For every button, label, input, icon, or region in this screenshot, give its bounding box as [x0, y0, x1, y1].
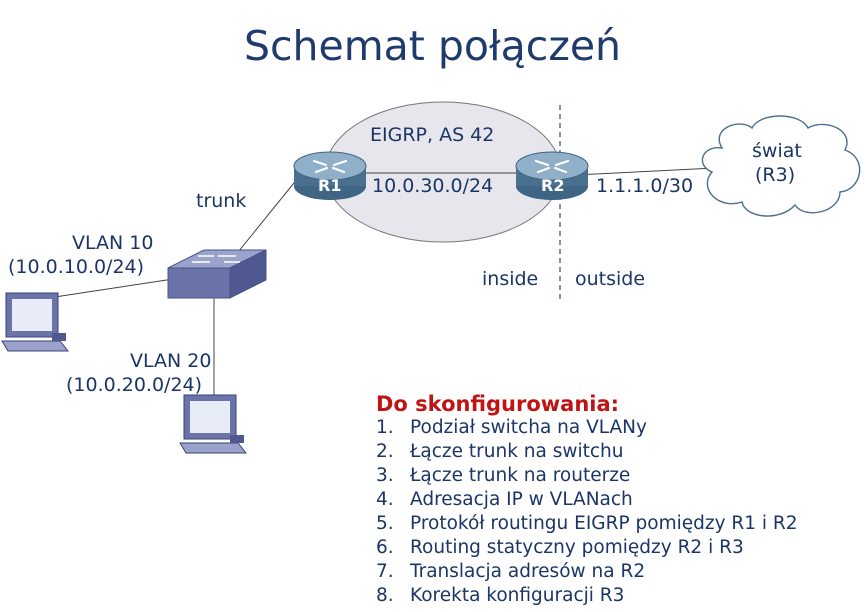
world-label: świat — [752, 140, 802, 162]
list-item: 8. Korekta konfiguracji R3 — [376, 584, 798, 608]
list-item-text: Routing statyczny pomiędzy R2 i R3 — [410, 537, 744, 558]
list-item: 4. Adresacja IP w VLANach — [376, 488, 798, 512]
list-item-text: Translacja adresów na R2 — [410, 561, 646, 582]
vlan20-net-label: (10.0.20.0/24) — [66, 374, 203, 396]
list-item: 2. Łącze trunk na switchu — [376, 440, 798, 464]
list-item: 3. Łącze trunk na routerze — [376, 464, 798, 488]
link-switch-r1 — [229, 177, 299, 263]
page-title: Schemat połączeń — [243, 22, 622, 70]
list-item-number: 2. — [376, 441, 394, 462]
list-item-text: Łącze trunk na switchu — [410, 441, 624, 462]
todo-heading: Do skonfigurowania: — [376, 392, 620, 416]
world-r3-label: (R3) — [755, 164, 796, 186]
list-item-text: Podział switcha na VLANy — [410, 417, 647, 438]
list-item-number: 6. — [376, 537, 394, 558]
list-item: 6. Routing statyczny pomiędzy R2 i R3 — [376, 536, 798, 560]
eigrp-label: EIGRP, AS 42 — [370, 124, 495, 146]
list-item-text: Adresacja IP w VLANach — [410, 489, 633, 510]
link-r1-r2-label: 10.0.30.0/24 — [372, 175, 494, 197]
switch-icon — [167, 249, 267, 299]
inside-label: inside — [482, 268, 539, 290]
vlan10-name-label: VLAN 10 — [72, 232, 154, 254]
list-item-text: Łącze trunk na routerze — [410, 465, 631, 486]
r1-label: R1 — [318, 176, 342, 195]
link-switch-pc1 — [34, 277, 181, 301]
router-icon — [515, 151, 589, 200]
list-item-number: 1. — [376, 417, 394, 438]
trunk-label: trunk — [196, 190, 247, 212]
vlan20-name-label: VLAN 20 — [130, 350, 212, 372]
list-item: 5. Protokół routingu EIGRP pomiędzy R1 i … — [376, 512, 798, 536]
list-item-number: 3. — [376, 465, 394, 486]
todo-list: 1. Podział switcha na VLANy 2. Łącze trunk… — [376, 416, 798, 608]
list-item-number: 4. — [376, 489, 394, 510]
pc-icon — [1, 292, 70, 352]
list-item: 1. Podział switcha na VLANy — [376, 416, 798, 440]
list-item-text: Protokół routingu EIGRP pomiędzy R1 i R2 — [410, 513, 798, 534]
pc-icon — [179, 394, 248, 454]
list-item-number: 8. — [376, 585, 394, 606]
cloud-icon — [701, 115, 861, 217]
router-icon — [293, 151, 367, 200]
list-item-number: 7. — [376, 561, 394, 582]
list-item-text: Korekta konfiguracji R3 — [410, 585, 625, 606]
vlan10-net-label: (10.0.10.0/24) — [8, 256, 145, 278]
list-item: 7. Translacja adresów na R2 — [376, 560, 798, 584]
link-r2-world-label: 1.1.1.0/30 — [596, 175, 694, 197]
list-item-number: 5. — [376, 513, 394, 534]
outside-label: outside — [575, 268, 646, 290]
r2-label: R2 — [541, 176, 565, 195]
